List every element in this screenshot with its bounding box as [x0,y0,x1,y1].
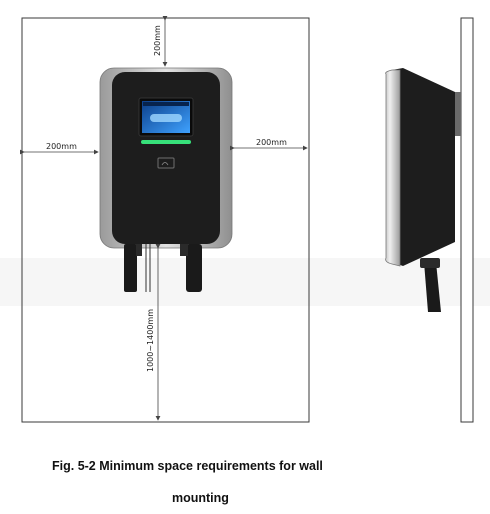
rfid-reader [157,157,175,169]
cable-left-connector [136,244,142,256]
charger-side-view [385,17,474,423]
dimension-bottom: 1000~1400mm [146,244,161,421]
dimension-top-label: 200mm [153,25,162,56]
side-frame [385,69,401,267]
side-wall [460,17,474,423]
charger-front-view [99,67,233,292]
caption-line-1: Fig. 5-2 Minimum space requirements for … [52,459,323,473]
rfid-icon [161,162,169,166]
cable-left [124,244,137,292]
floor-band [0,258,490,306]
dimension-left-label: 200mm [46,142,77,151]
caption-line-2: mounting [172,491,229,505]
screen-top-bar [143,102,189,106]
status-light [141,140,191,144]
dimension-right: 200mm [230,138,308,151]
dimension-left: 200mm [20,142,99,155]
figure-caption: Fig. 5-2 Minimum space requirements for … [0,450,490,514]
dimension-right-label: 200mm [256,138,287,147]
dimension-bottom-label: 1000~1400mm [146,309,155,372]
side-cable-gland [420,258,440,268]
dimension-top: 200mm [153,16,168,67]
cable-right [186,244,202,292]
side-cable [424,262,441,312]
wall-mounting-diagram: 200mm 200mm 200mm 1000~1400mm [0,16,490,423]
cable-right-connector [180,244,188,256]
screen-car-graphic [150,114,182,122]
side-body [392,68,455,266]
